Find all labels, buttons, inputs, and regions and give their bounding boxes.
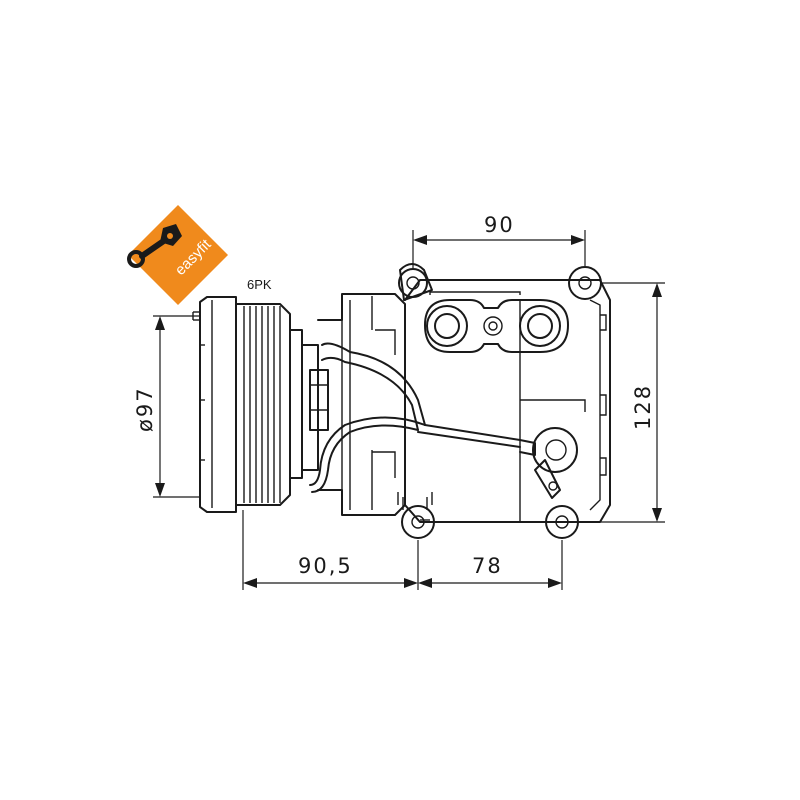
dim-bottom-left-text: 90,5: [298, 554, 353, 578]
dimension-bottom-right: 78: [418, 540, 563, 590]
mounting-ear-bottom-left: [401, 505, 435, 539]
wrench-icon: [127, 224, 182, 268]
dim-bottom-right-text: 78: [472, 554, 503, 578]
pulley: [192, 296, 319, 513]
dim-height-text: 128: [631, 384, 655, 430]
dimension-bottom-left: 90,5: [242, 510, 419, 590]
dimension-top-width: 90: [412, 213, 586, 268]
pressure-switch: [519, 427, 578, 499]
easyfit-logo: easyfit: [127, 205, 228, 305]
logo-diamond: [128, 205, 228, 305]
mounting-ear-bottom-right: [545, 505, 579, 539]
belt-label: 6PK: [247, 277, 272, 292]
mounting-ear-top-right: [568, 266, 602, 300]
wiring-harness: [309, 342, 521, 493]
service-ports: [424, 299, 569, 353]
compressor-body: [317, 279, 611, 523]
dimension-diameter: ø97: [133, 315, 200, 498]
pulley-grooves: [243, 306, 281, 503]
mounting-ear-top-left: [398, 263, 433, 301]
dim-top-width-text: 90: [484, 213, 515, 237]
dimension-height: 128: [580, 282, 665, 523]
dim-diameter-text: ø97: [133, 386, 157, 432]
